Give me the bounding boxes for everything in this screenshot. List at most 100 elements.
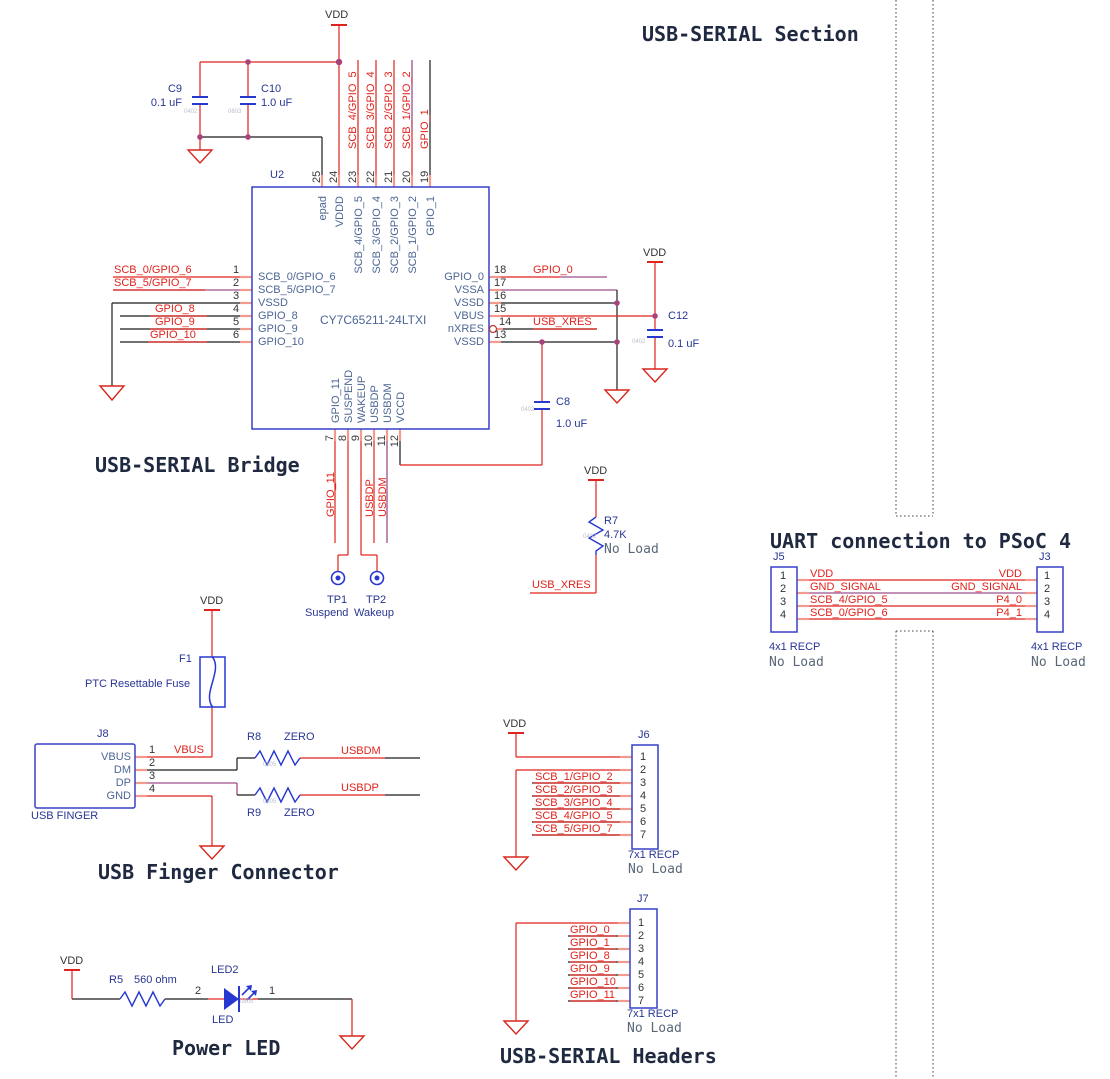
pin-name: SCB_5/GPIO_7	[258, 284, 336, 296]
r7-value: 4.7K	[604, 529, 627, 541]
net-label: GPIO_8	[570, 950, 610, 962]
net-label: GND_SIGNAL	[810, 581, 881, 593]
svg-text:SUSPEND: SUSPEND	[343, 370, 355, 423]
svg-text:USBDM: USBDM	[377, 477, 389, 517]
u2-top-pin-names: epad VDDD SCB_4/GPIO_5 SCB_3/GPIO_4 SCB_…	[317, 196, 437, 274]
net-label: GPIO_10	[150, 329, 196, 341]
c8-ref: C8	[556, 396, 571, 408]
r8-footprint: 0805	[263, 762, 277, 768]
pin-number: 4	[638, 956, 645, 968]
resistor-r9	[254, 786, 301, 804]
c9-footprint: 0402	[184, 109, 198, 115]
pin-number: 15	[494, 303, 507, 315]
pin-number: 4	[780, 609, 787, 621]
j6-no-load: No Load	[628, 862, 683, 877]
pin-name: VBUS	[101, 751, 131, 763]
r9-value: ZERO	[284, 807, 315, 819]
c10-value: 1.0 uF	[261, 97, 293, 109]
pin-number: 1	[269, 985, 276, 997]
r7-ref: R7	[604, 515, 619, 527]
pin-name: GPIO_9	[258, 323, 298, 335]
r8-ref: R8	[247, 731, 262, 743]
vdd-label: VDD	[584, 465, 608, 477]
bridge-title: USB-SERIAL Bridge	[95, 453, 300, 477]
pin-stubs	[135, 175, 1037, 1003]
r5-ref: R5	[109, 974, 124, 986]
red-wires	[64, 24, 1037, 1036]
net-label: USBDM	[341, 745, 381, 757]
pin-number: 3	[233, 290, 240, 302]
capacitor-c12	[647, 329, 663, 338]
j6-ref: J6	[638, 729, 650, 741]
net-label: GPIO_11	[570, 989, 616, 1001]
testpoint-tp2	[369, 570, 385, 586]
svg-text:VCCD: VCCD	[395, 392, 407, 423]
c8-footprint: 0402	[521, 407, 535, 413]
pin-number: 14	[499, 316, 512, 328]
svg-text:SCB_2/GPIO_3: SCB_2/GPIO_3	[383, 71, 395, 149]
pin-name: DM	[113, 764, 131, 776]
pin-number: 4	[149, 783, 156, 795]
svg-text:22: 22	[365, 171, 377, 183]
svg-text:WAKEUP: WAKEUP	[356, 376, 368, 423]
u2-top-pin-numbers: 25 24 23 22 21 20 19	[311, 171, 431, 183]
pin-number: 6	[233, 329, 240, 341]
j3-type: 4x1 RECP	[1031, 641, 1083, 653]
u2-ref: U2	[270, 169, 285, 181]
top-net-labels: SCB_4/GPIO_5 SCB_3/GPIO_4 SCB_2/GPIO_3 S…	[347, 71, 431, 149]
net-label: P4_0	[996, 594, 1022, 606]
net-label: GPIO_1	[570, 937, 610, 949]
svg-text:SCB_1/GPIO_2: SCB_1/GPIO_2	[407, 196, 419, 274]
pin-name: nXRES	[447, 323, 484, 335]
pin-number: 5	[638, 969, 645, 981]
svg-text:24: 24	[328, 171, 340, 183]
svg-text:SCB_4/GPIO_5: SCB_4/GPIO_5	[347, 71, 359, 149]
capacitor-c9	[192, 96, 208, 105]
capacitor-c8	[534, 401, 550, 410]
svg-text:SCB_4/GPIO_5: SCB_4/GPIO_5	[353, 196, 365, 274]
j3-no-load: No Load	[1031, 655, 1086, 670]
net-label: SCB_5/GPIO_7	[114, 277, 192, 289]
svg-text:SCB_1/GPIO_2: SCB_1/GPIO_2	[401, 71, 413, 149]
net-label: GPIO_10	[570, 976, 616, 988]
pin-number: 1	[1044, 570, 1051, 582]
svg-text:GPIO_11: GPIO_11	[330, 378, 342, 423]
bottom-net-labels: GPIO_11 USBDP USBDM	[325, 472, 389, 517]
component-outlines	[34, 186, 1064, 1009]
c12-ref: C12	[668, 310, 689, 322]
f1-ref: F1	[179, 653, 192, 665]
j6-connector-body	[631, 744, 659, 850]
uart-title: UART connection to PSoC 4	[770, 529, 1072, 553]
net-label: GPIO_0	[533, 264, 573, 276]
r9-footprint: 0805	[263, 799, 277, 805]
j8-ref: J8	[97, 728, 109, 740]
svg-text:7: 7	[324, 435, 336, 441]
net-label: USB_XRES	[533, 316, 592, 328]
svg-text:10: 10	[363, 435, 375, 447]
resistor-r8	[254, 749, 301, 767]
net-label: P4_1	[996, 607, 1022, 619]
svg-text:GPIO_1: GPIO_1	[419, 109, 431, 149]
pin-number: 3	[640, 777, 647, 789]
svg-text:USBDP: USBDP	[369, 385, 381, 423]
pin-number: 1	[638, 917, 645, 929]
pin-number: 3	[149, 770, 156, 782]
svg-text:GPIO_1: GPIO_1	[425, 196, 437, 236]
svg-text:19: 19	[419, 171, 431, 183]
net-label: USB_XRES	[532, 579, 591, 591]
svg-text:SCB_2/GPIO_3: SCB_2/GPIO_3	[389, 196, 401, 274]
pin-number: 2	[780, 583, 787, 595]
svg-text:USBDM: USBDM	[382, 383, 394, 423]
pin-number: 5	[640, 803, 647, 815]
net-label: VBUS	[174, 744, 204, 756]
u2-bottom-pin-names: GPIO_11 SUSPEND WAKEUP USBDP USBDM VCCD	[330, 370, 407, 423]
pin-name: VSSD	[258, 297, 288, 309]
junction-dots	[197, 58, 658, 345]
tp2-ref: TP2	[366, 594, 387, 606]
j5-type: 4x1 RECP	[769, 641, 821, 653]
pin-number: 13	[494, 329, 507, 341]
j5-ref: J5	[773, 551, 785, 563]
capacitor-c10	[240, 96, 256, 105]
c12-value: 0.1 uF	[668, 338, 700, 350]
